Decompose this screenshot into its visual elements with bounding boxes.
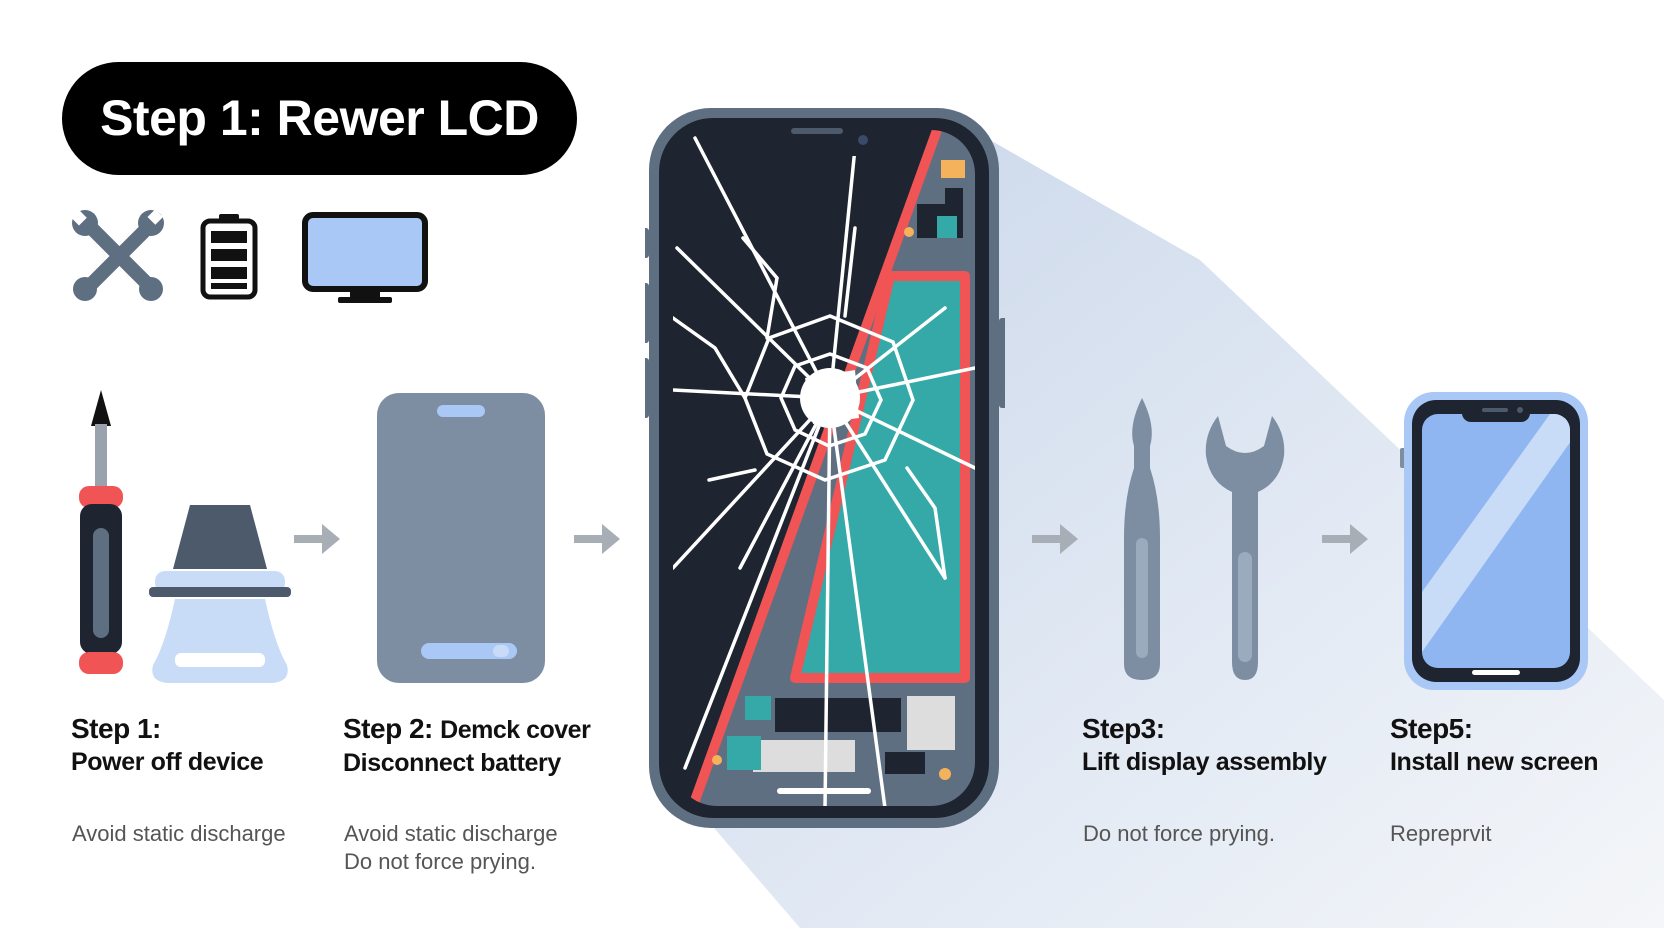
step-5: Step5: Install new screen	[1390, 712, 1599, 778]
step-subtitle: Power off device	[71, 748, 264, 776]
step-title: Step5:	[1390, 713, 1473, 744]
monitor-icon	[302, 212, 428, 303]
step-note: Do not force prying.	[1083, 821, 1275, 846]
battery-icon	[200, 214, 258, 300]
arrow-right-icon	[1032, 524, 1078, 554]
wrench-icon	[1205, 416, 1285, 680]
step-note: Repreprvit	[1390, 821, 1492, 846]
step-title: Step 1:	[71, 713, 161, 744]
step-note: Avoid static discharge	[72, 821, 286, 846]
arrow-right-icon	[294, 524, 340, 554]
suction-cup-icon	[149, 505, 291, 683]
page-title: Step 1: Rewer LCD	[62, 62, 577, 175]
step-subtitle: Lift display assembly	[1082, 748, 1327, 776]
step-subtitle: Disconnect battery	[343, 749, 561, 777]
arrow-right-icon	[1322, 524, 1368, 554]
screwdriver-icon	[79, 390, 123, 674]
tools-icon	[72, 210, 164, 301]
back-cover-icon	[377, 393, 545, 683]
step-title-extra: Demck cover	[440, 716, 591, 744]
step-3: Step3: Lift display assembly	[1082, 712, 1327, 778]
cracked-phone-illustration	[645, 108, 1005, 828]
step-2: Step 2: Demck cover Disconnect battery	[343, 712, 591, 779]
step-title: Step 2: Demck cover	[343, 713, 591, 744]
new-phone-icon	[1400, 392, 1588, 690]
spudger-icon	[1124, 398, 1160, 680]
step-subtitle: Install new screen	[1390, 748, 1599, 776]
arrow-right-icon	[574, 524, 620, 554]
step-1: Step 1: Power off device	[71, 712, 264, 778]
step-note: Avoid static discharge	[344, 821, 558, 846]
step-note: Do not force prying.	[344, 849, 536, 874]
step-title: Step3:	[1082, 713, 1165, 744]
